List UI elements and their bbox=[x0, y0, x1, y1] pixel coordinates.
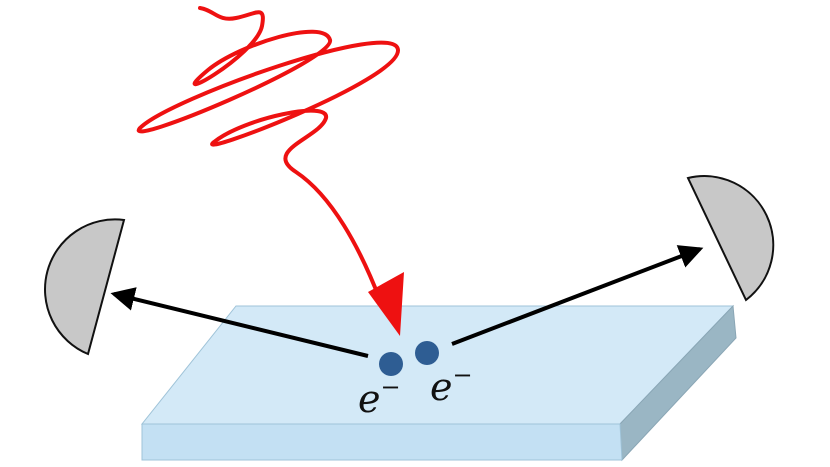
left-detector-icon bbox=[44, 218, 126, 356]
photon-wavy-arrow-icon bbox=[136, 6, 404, 336]
photon-wave bbox=[136, 6, 401, 302]
slab-front-face bbox=[141, 423, 623, 461]
photon-arrowhead bbox=[368, 272, 404, 336]
right-electron-trajectory bbox=[451, 245, 704, 346]
left-electron-trajectory bbox=[110, 287, 369, 358]
electron-left-dot bbox=[379, 352, 403, 376]
right-detector-icon bbox=[686, 175, 775, 302]
electron-right-dot bbox=[415, 341, 439, 365]
electron-right-label: e− bbox=[430, 361, 473, 409]
electron-left-label: e− bbox=[358, 373, 401, 421]
